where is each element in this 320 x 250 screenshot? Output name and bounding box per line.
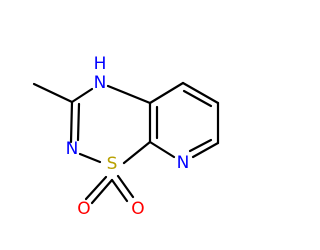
bond-c5-c6-b [182, 89, 213, 108]
bond-n8-c8a [148, 140, 176, 159]
atom-layer: H N N N S O O [66, 54, 190, 219]
bond-c3-n2-a [69, 100, 74, 144]
bond-c3-n2-b [76, 102, 81, 142]
bond-methyl-c3 [32, 82, 74, 104]
oxygen-right-label: O [131, 199, 144, 219]
nh-hydrogen-label: H [94, 54, 107, 74]
bond-s-o-left-b [90, 178, 114, 205]
bond-n2-s [78, 152, 102, 164]
molecule-structure: H N N N S O O [32, 54, 220, 219]
bond-s-o-right-b [116, 174, 135, 199]
bond-c7-n8-a [191, 141, 220, 159]
pyridine-nitrogen-label: N [177, 153, 190, 173]
oxygen-left-label: O [77, 199, 90, 219]
bond-c7-n8-b [188, 138, 213, 153]
bond-layer [32, 81, 220, 205]
bond-nh-c4a [106, 84, 152, 105]
bond-s-c8a [122, 140, 152, 165]
bond-s-o-left-a [84, 175, 108, 201]
nh-nitrogen-label: N [94, 73, 107, 93]
bond-c5-c6-a [181, 81, 220, 105]
bond-c4a-c5 [148, 81, 185, 105]
bond-s-o-right-a [110, 178, 129, 203]
sulfur-label: S [107, 154, 118, 174]
bond-c3-nh [70, 87, 94, 104]
ring-nitrogen-label: N [66, 139, 79, 159]
